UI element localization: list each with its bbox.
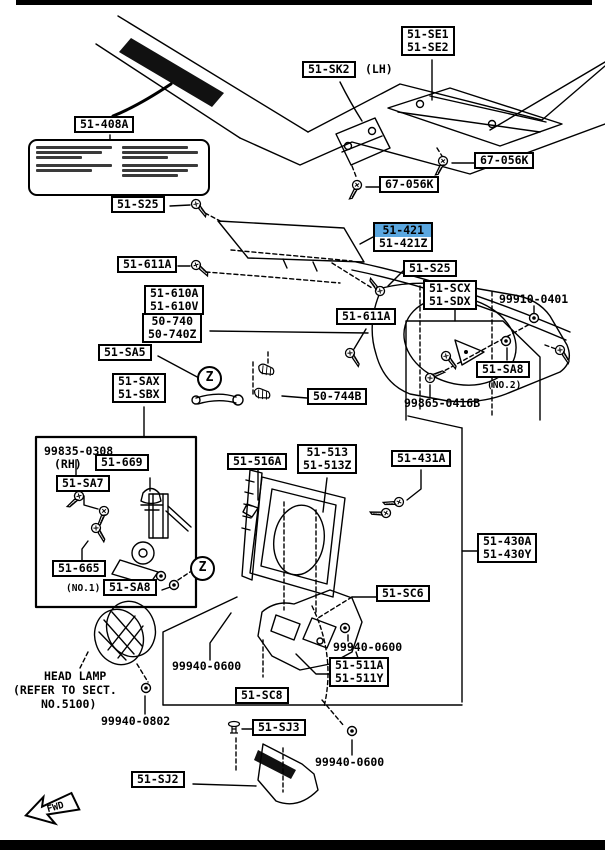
bolt-icon (552, 343, 576, 365)
washer-icon (500, 335, 512, 347)
text-99940-0600-left[interactable]: 99940-0600 (172, 659, 242, 673)
screw-icon (97, 505, 110, 527)
caution-sticker (28, 139, 210, 196)
bolt-icon (423, 364, 446, 386)
label-51-sj3[interactable]: 51-SJ3 (252, 719, 306, 736)
label-51-sa5[interactable]: 51-SA5 (98, 344, 152, 361)
bolt-icon (369, 506, 393, 522)
text-no5100: NO.5100) (41, 697, 97, 711)
text-no1: (NO.1) (66, 583, 101, 594)
text-99910-0401[interactable]: 99910-0401 (499, 292, 569, 306)
screw-icon (434, 155, 449, 178)
label-51-sa7[interactable]: 51-SA7 (56, 475, 110, 492)
nut-icon (528, 312, 540, 324)
text-99835-0308[interactable]: 99835-0308 (44, 444, 114, 458)
detail-mark-z-lower: Z (190, 556, 215, 581)
nut-icon (168, 579, 180, 591)
text-no2: (NO.2) (487, 380, 522, 391)
text-head-lamp: HEAD LAMP (44, 669, 107, 683)
text-99940-0600-right[interactable]: 99940-0600 (333, 640, 403, 654)
text-99940-0802[interactable]: 99940-0802 (101, 714, 171, 728)
page-top-border (16, 0, 592, 5)
nut-icon (155, 570, 167, 582)
label-67-056k-left[interactable]: 67-056K (379, 176, 440, 193)
text-refer-sect: (REFER TO SECT. (13, 683, 117, 697)
label-51-408a[interactable]: 51-408A (74, 116, 135, 133)
screw-icon (189, 258, 213, 277)
label-51-sc6[interactable]: 51-SC6 (376, 585, 430, 602)
bolt-icon (88, 520, 111, 543)
label-51-sa8-no2[interactable]: 51-SA8 (476, 361, 530, 378)
label-51-611a-right[interactable]: 51-611A (336, 308, 397, 325)
label-51-611a-top[interactable]: 51-611A (117, 256, 178, 273)
screw-icon (66, 488, 86, 512)
label-51-sj2[interactable]: 51-SJ2 (131, 771, 185, 788)
nut-icon (339, 622, 351, 634)
fwd-arrow-label: FWD (46, 800, 66, 815)
label-51-sa8-no1[interactable]: 51-SA8 (103, 579, 157, 596)
bolt-icon (342, 346, 366, 368)
clip-pin-icon (227, 720, 241, 734)
label-51-431a[interactable]: 51-431A (391, 450, 452, 467)
text-99865-0416b[interactable]: 99865-0416B (404, 396, 481, 410)
nut-icon (346, 725, 358, 737)
grommet-icon (252, 387, 272, 401)
grommet-icon (256, 362, 276, 378)
label-67-056k-right[interactable]: 67-056K (474, 152, 535, 169)
caution-fine-print (36, 146, 116, 189)
page-bottom-border (0, 840, 605, 850)
label-51-s25-top[interactable]: 51-S25 (111, 196, 165, 213)
label-51-669[interactable]: 51-669 (95, 454, 149, 471)
text-lh: (LH) (365, 62, 393, 76)
label-51-s25-right[interactable]: 51-S25 (403, 260, 457, 277)
screw-icon (348, 179, 363, 202)
label-51-516a[interactable]: 51-516A (227, 453, 288, 470)
text-99940-0600-bottom[interactable]: 99940-0600 (315, 755, 385, 769)
detail-mark-z-upper: Z (197, 366, 222, 391)
screw-icon (364, 277, 388, 298)
label-51-665[interactable]: 51-665 (52, 560, 106, 577)
grommet-icon (140, 682, 152, 694)
label-51-sc8[interactable]: 51-SC8 (235, 687, 289, 704)
caution-fine-print (122, 146, 202, 189)
label-50-744b[interactable]: 50-744B (307, 388, 368, 405)
bolt-icon (438, 349, 462, 370)
text-rh: (RH) (54, 457, 82, 471)
fwd-arrow: FWD (23, 791, 81, 826)
label-51-sk2[interactable]: 51-SK2 (302, 61, 356, 78)
